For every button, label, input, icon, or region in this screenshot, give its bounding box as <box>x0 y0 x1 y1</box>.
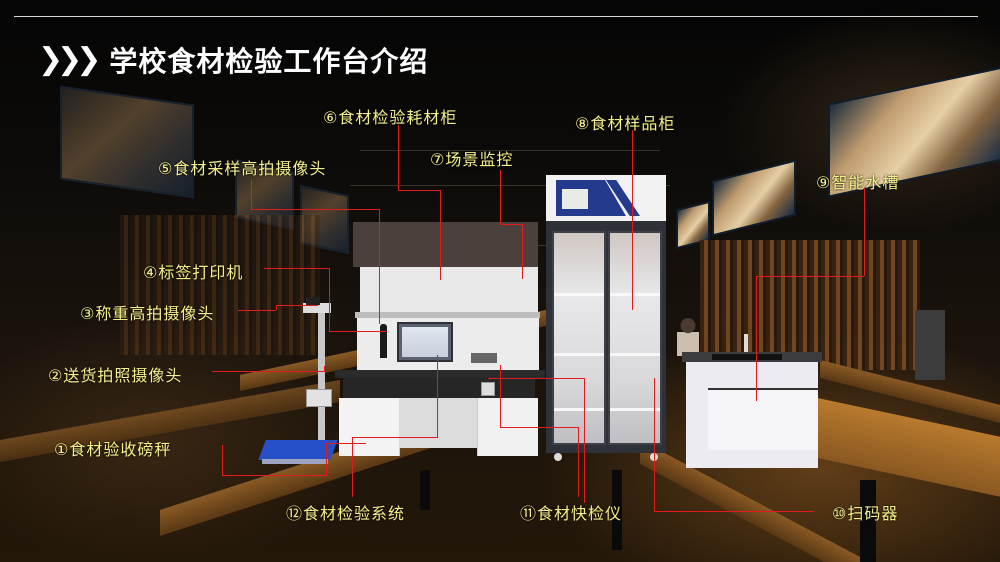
callout-inspection-system: ⑫食材检验系统 <box>286 504 406 523</box>
scale-display <box>306 389 332 407</box>
callout-consumables-cabinet: ⑥食材检验耗材柜 <box>323 108 458 127</box>
triple-chevron-right-icon: ❯❯❯ <box>38 42 101 77</box>
menu-board-left <box>60 85 194 199</box>
wood-slat-wall-left <box>120 215 320 355</box>
callout-sample-cabinet: ⑧食材样品柜 <box>575 114 676 133</box>
callout-barcode-scanner: ⑩扫码器 <box>832 504 899 523</box>
inspection-system-screen <box>397 322 453 362</box>
background-person <box>677 318 699 356</box>
callout-scene-monitoring: ⑦场景监控 <box>430 150 514 169</box>
wood-slat-wall <box>700 240 920 370</box>
consumables-cabinet <box>353 222 538 267</box>
callout-smart-sink: ⑨智能水槽 <box>816 173 900 192</box>
menu-board-right-mid <box>712 159 796 237</box>
callout-delivery-camera: ②送货拍照摄像头 <box>48 366 183 385</box>
callout-rapid-tester: ⑪食材快检仪 <box>520 504 623 523</box>
callout-label-printer: ④标签打印机 <box>143 263 244 282</box>
callout-scale: ①食材验收磅秤 <box>54 440 172 459</box>
top-divider <box>14 16 978 17</box>
callout-sampling-camera: ⑤食材采样高拍摄像头 <box>158 159 327 178</box>
page-title: 学校食材检验工作台介绍 <box>109 45 429 78</box>
smart-sink <box>682 334 822 468</box>
inspection-workbench <box>335 222 545 462</box>
barcode-scanner <box>481 382 495 396</box>
sample-cabinet <box>546 175 666 461</box>
rapid-tester <box>471 353 497 363</box>
label-printer <box>380 324 387 358</box>
slide-title: ❯❯❯ 学校食材检验工作台介绍 <box>38 40 428 80</box>
weighing-camera <box>303 303 331 313</box>
callout-weighing-camera: ③称重高拍摄像头 <box>80 304 215 323</box>
